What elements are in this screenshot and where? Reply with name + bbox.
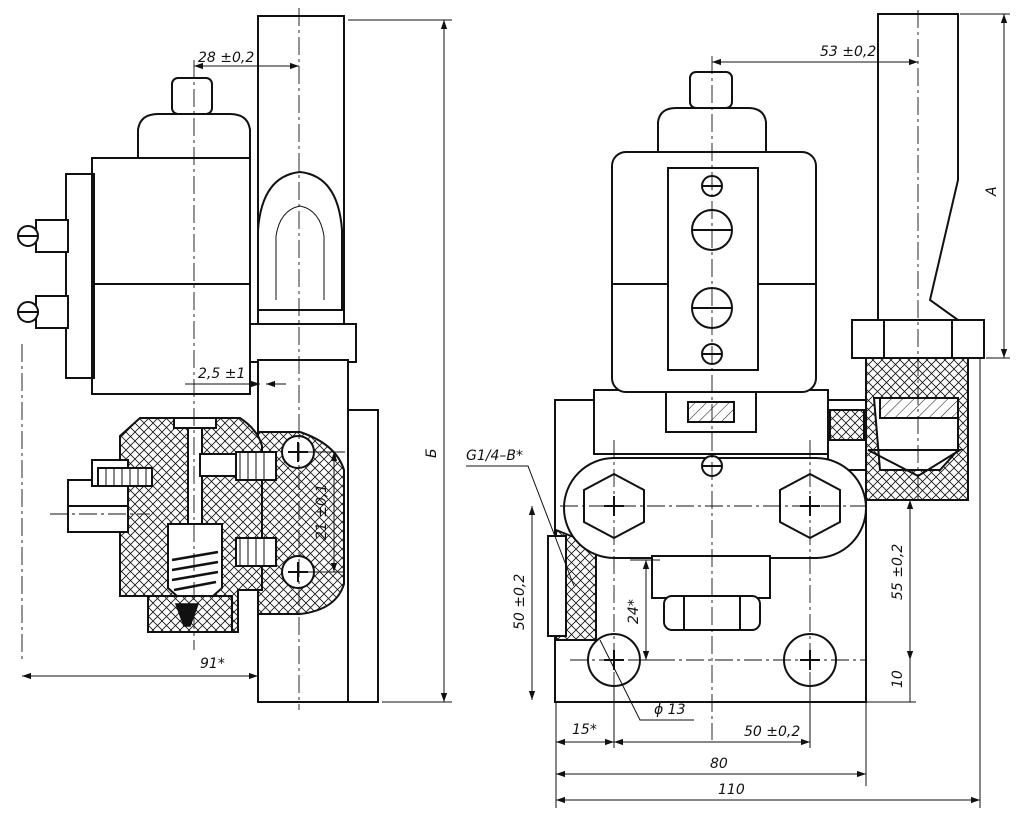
bracket xyxy=(563,457,867,559)
left-pointer xyxy=(257,170,343,311)
dim-91: 91* xyxy=(200,656,225,672)
left-view xyxy=(17,8,379,710)
dim-24: 24* xyxy=(626,599,642,624)
dim-phi13: ϕ 13 xyxy=(654,702,686,718)
face-plate xyxy=(667,167,759,371)
left-tube xyxy=(257,15,345,327)
right-view xyxy=(547,10,985,740)
left-base-block xyxy=(347,409,379,703)
right-dimensions: 53 ±0,2 А G1/4–B* 50 ±0,2 24* 55 ±0,2 10… xyxy=(466,13,1010,808)
left-collar xyxy=(239,323,357,363)
left-top-button xyxy=(171,77,213,115)
dim-110: 110 xyxy=(718,782,745,798)
dim-15: 15* xyxy=(572,722,597,738)
dim-50-horizontal: 50 ±0,2 xyxy=(744,724,800,740)
dim-80: 80 xyxy=(710,756,728,772)
dim-thread: G1/4–B* xyxy=(466,448,523,464)
left-housing xyxy=(91,157,251,395)
left-section-hatch xyxy=(257,431,345,615)
dim-21: 21 ±0,1 xyxy=(314,484,330,540)
dim-28: 28 ±0,2 xyxy=(198,50,254,66)
dim-53: 53 ±0,2 xyxy=(820,44,876,60)
left-dimensions: 28 ±0,2 2,5 ±1 21 ±0,1 91* Б xyxy=(22,19,452,703)
dim-A: А xyxy=(984,186,1000,197)
dim-50-vertical: 50 ±0,2 xyxy=(512,574,528,630)
right-top-button xyxy=(689,71,733,109)
dim-B: Б xyxy=(424,448,440,458)
dim-2-5: 2,5 ±1 xyxy=(198,366,245,382)
dim-10: 10 xyxy=(890,670,906,688)
dim-55: 55 ±0,2 xyxy=(890,544,906,600)
